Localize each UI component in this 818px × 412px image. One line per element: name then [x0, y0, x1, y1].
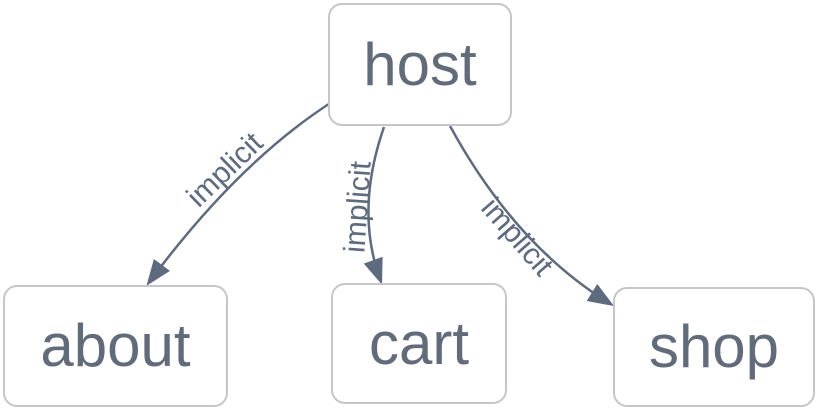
node-about-label: about	[40, 312, 191, 379]
node-shop-label: shop	[648, 313, 780, 380]
edge-label-host-about: implicit	[181, 126, 270, 214]
edge-host-about[interactable]	[146, 98, 336, 286]
node-cart[interactable]: cart	[331, 283, 507, 404]
node-about[interactable]: about	[3, 285, 228, 407]
edge-host-shop[interactable]	[448, 125, 615, 307]
node-host[interactable]: host	[328, 3, 512, 126]
edge-label-host-shop: implicit	[474, 192, 559, 283]
edge-host-cart[interactable]	[363, 126, 386, 285]
node-cart-label: cart	[368, 309, 470, 377]
node-host-label: host	[363, 30, 477, 98]
node-shop[interactable]: shop	[613, 287, 815, 407]
edge-label-host-cart: implicit	[338, 159, 377, 253]
